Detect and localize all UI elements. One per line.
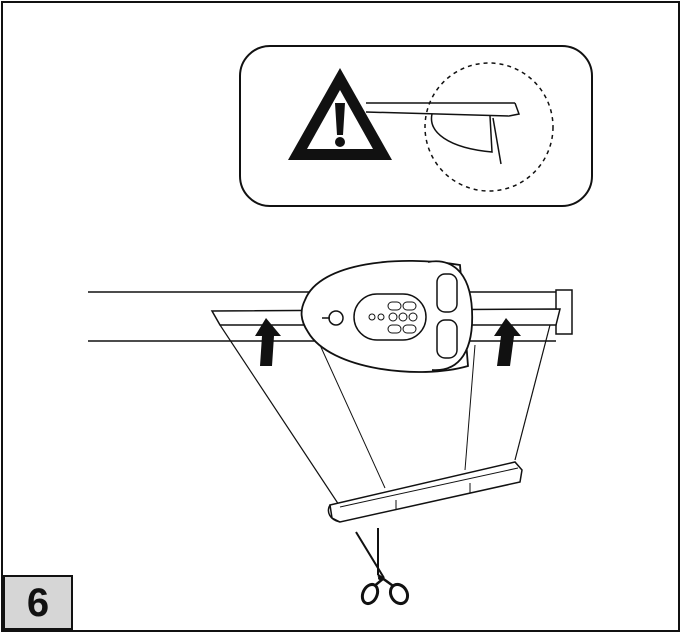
motor-keypad — [353, 293, 427, 341]
up-arrow-icon — [255, 318, 281, 366]
scissors-icon — [355, 528, 410, 606]
warning-panel — [239, 45, 593, 207]
motor-button-icon — [328, 310, 344, 326]
warning-panel-border — [239, 45, 593, 207]
up-arrow-icon — [494, 318, 521, 366]
rail-end-detail — [365, 62, 554, 192]
motor-head-icon — [300, 260, 474, 373]
bottom-bar — [327, 461, 523, 523]
step-number-box: 6 — [3, 575, 73, 630]
step-number: 6 — [26, 580, 50, 625]
warning-triangle-icon — [288, 68, 392, 160]
detail-magnifier-circle — [424, 62, 554, 192]
